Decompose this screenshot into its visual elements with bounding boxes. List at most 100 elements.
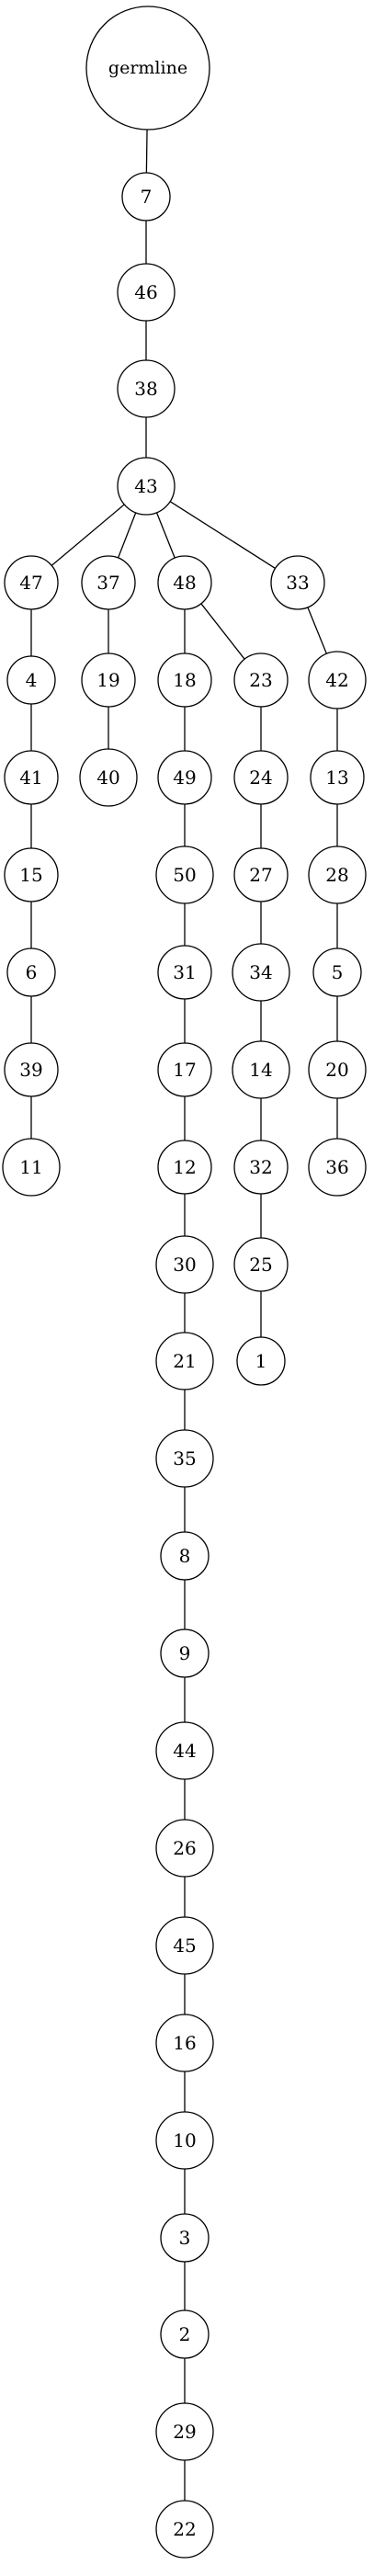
node-circle xyxy=(155,2402,214,2461)
tree-node-43: 43 xyxy=(117,457,176,516)
tree-node-46: 46 xyxy=(117,263,176,322)
node-label: 3 xyxy=(179,2227,191,2249)
tree-node-27: 27 xyxy=(233,847,289,902)
edge-48-23 xyxy=(200,603,245,660)
tree-node-22: 22 xyxy=(155,2500,214,2559)
node-label: 2 xyxy=(179,2323,191,2345)
tree-node-16: 16 xyxy=(155,2014,214,2072)
node-circle xyxy=(160,1531,210,1581)
node-circle xyxy=(308,651,367,709)
edge-43-47 xyxy=(51,504,125,566)
edge-43-37 xyxy=(117,512,137,559)
node-label: 17 xyxy=(173,1059,196,1081)
tree-node-8: 8 xyxy=(160,1531,210,1581)
tree-node-2: 2 xyxy=(160,2309,210,2359)
tree-node-38: 38 xyxy=(117,359,176,418)
tree-node-35: 35 xyxy=(155,1429,214,1488)
node-label: 25 xyxy=(249,1254,272,1276)
tree-node-49: 49 xyxy=(157,750,212,805)
node-label: 45 xyxy=(173,1935,196,1957)
node-label: 4 xyxy=(26,669,38,691)
node-label: 9 xyxy=(179,1642,191,1664)
node-label: 41 xyxy=(19,766,42,789)
node-circle xyxy=(79,748,138,807)
node-label: 37 xyxy=(96,572,119,594)
tree-node-5: 5 xyxy=(312,948,362,997)
node-label: 14 xyxy=(249,1059,272,1081)
node-circle xyxy=(4,847,59,902)
tree-node-24: 24 xyxy=(233,750,289,805)
node-circle xyxy=(85,6,210,131)
node-circle xyxy=(155,2014,214,2072)
node-circle xyxy=(121,172,171,221)
node-circle xyxy=(308,845,367,904)
tree-node-6: 6 xyxy=(6,948,56,997)
node-circle xyxy=(233,1140,289,1195)
node-label: 29 xyxy=(173,2421,196,2443)
node-label: 50 xyxy=(173,864,196,886)
node-circle xyxy=(155,1819,214,1878)
node-label: 47 xyxy=(19,572,42,594)
node-label: 15 xyxy=(19,864,42,886)
node-circle xyxy=(157,653,212,708)
tree-node-9: 9 xyxy=(160,1628,210,1678)
node-circle xyxy=(81,653,136,708)
node-circle xyxy=(236,1336,286,1386)
tree-node-40: 40 xyxy=(79,748,138,807)
node-circle xyxy=(233,1237,289,1292)
node-label: 49 xyxy=(173,766,196,789)
tree-node-20: 20 xyxy=(308,1040,367,1099)
edge-43-48 xyxy=(155,512,176,559)
node-circle xyxy=(155,1721,214,1780)
node-circle xyxy=(157,1140,212,1195)
node-circle xyxy=(308,1138,367,1197)
node-circle xyxy=(6,655,56,705)
tree-node-47: 47 xyxy=(4,555,59,610)
tree-node-germline: germline xyxy=(85,6,210,131)
node-circle xyxy=(312,948,362,997)
node-label: 13 xyxy=(325,766,348,789)
node-label: 23 xyxy=(249,669,272,691)
node-circle xyxy=(310,750,365,805)
node-label: 28 xyxy=(325,864,348,886)
edge-germline-7 xyxy=(145,129,148,174)
node-label: 22 xyxy=(173,2518,196,2540)
node-circle xyxy=(160,2213,210,2263)
tree-node-45: 45 xyxy=(155,1916,214,1975)
tree-node-50: 50 xyxy=(155,845,214,904)
node-label: 12 xyxy=(173,1156,196,1178)
node-label: 27 xyxy=(249,864,272,886)
node-circle xyxy=(155,2111,214,2170)
tree-node-13: 13 xyxy=(310,750,365,805)
node-label: 32 xyxy=(249,1156,272,1178)
node-label: 38 xyxy=(134,378,157,400)
node-label: 5 xyxy=(332,961,344,983)
tree-node-30: 30 xyxy=(155,1235,214,1294)
tree-node-31: 31 xyxy=(157,945,212,1000)
node-circle xyxy=(155,2500,214,2559)
node-label: 48 xyxy=(173,572,196,594)
tree-node-11: 11 xyxy=(2,1138,61,1197)
tree-node-21: 21 xyxy=(155,1332,214,1390)
tree-node-18: 18 xyxy=(157,653,212,708)
tree-node-33: 33 xyxy=(270,555,325,610)
node-circle xyxy=(4,555,59,610)
node-circle xyxy=(117,359,176,418)
node-label: 26 xyxy=(173,1837,196,1859)
node-label: 43 xyxy=(134,475,157,497)
node-circle xyxy=(155,1916,214,1975)
node-label: 42 xyxy=(325,669,348,691)
node-label: 6 xyxy=(26,961,38,983)
node-label: 10 xyxy=(173,2129,196,2151)
tree-node-15: 15 xyxy=(4,847,59,902)
edge-43-33 xyxy=(169,501,276,569)
node-label: 18 xyxy=(173,669,196,691)
node-label: 44 xyxy=(173,1740,196,1762)
tree-node-17: 17 xyxy=(157,1042,212,1097)
node-circle xyxy=(157,945,212,1000)
node-label: 21 xyxy=(173,1350,196,1372)
tree-node-10: 10 xyxy=(155,2111,214,2170)
node-circle xyxy=(81,555,136,610)
tree-node-28: 28 xyxy=(308,845,367,904)
